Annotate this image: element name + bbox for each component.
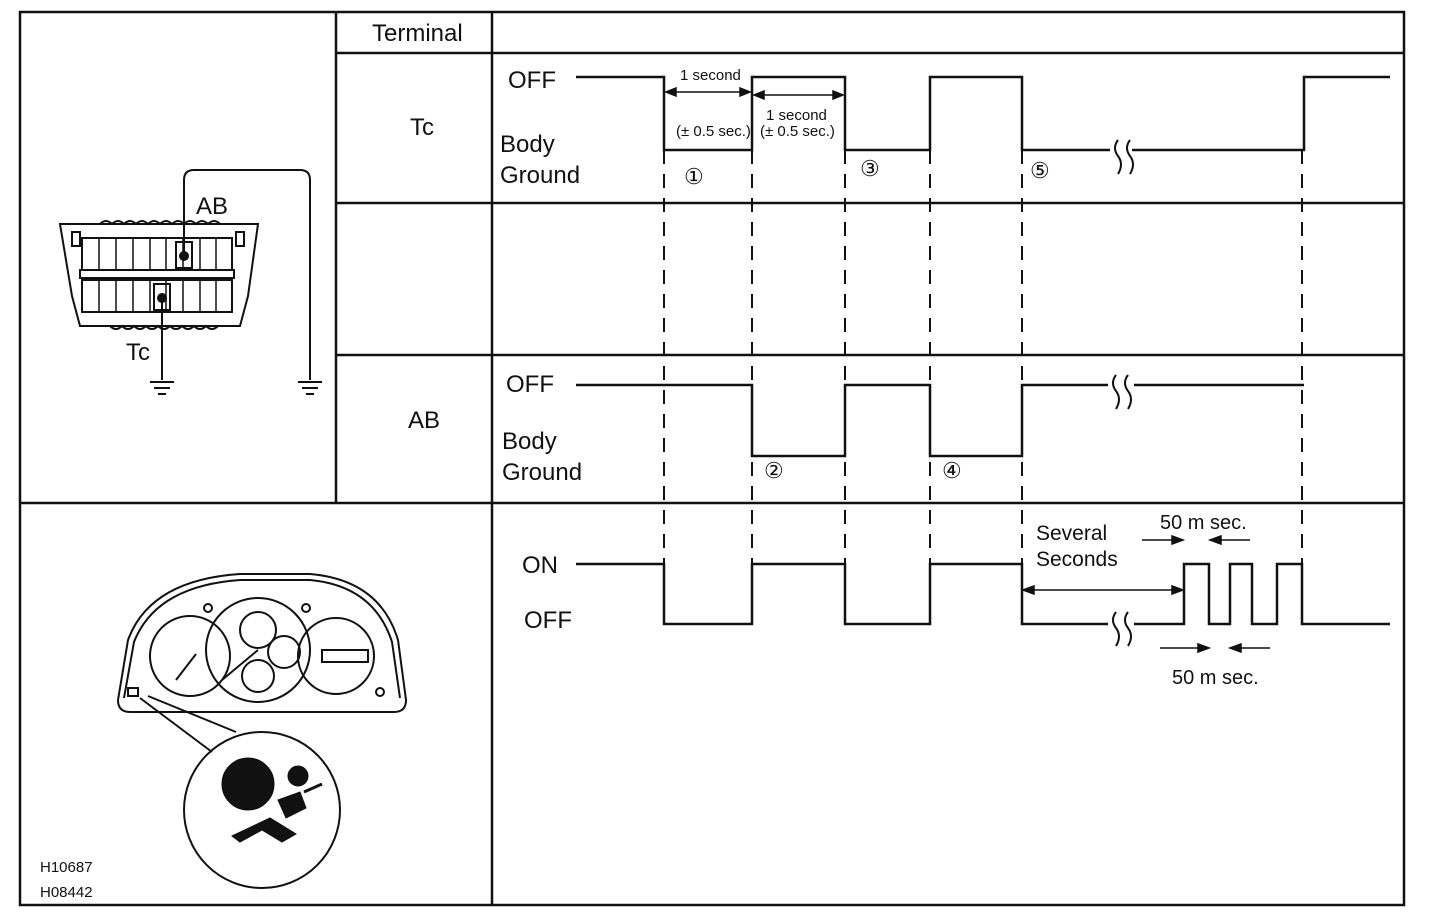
timing-first-tolerance: (± 0.5 sec.) [676, 123, 751, 140]
diagnostic-connector-illustration [58, 169, 322, 395]
terminal-ab-label: AB [408, 407, 440, 434]
warning-blink-waveform [1134, 562, 1390, 626]
timing-second-label: 1 second [766, 107, 827, 124]
instrument-cluster-illustration [116, 573, 408, 889]
blink-lower-arrows [1160, 642, 1270, 654]
table-frame [18, 10, 1406, 907]
tc-waveform-tail [1132, 75, 1390, 152]
step-5-marker: ⑤ [1030, 158, 1050, 183]
terminal-tc-label: Tc [410, 114, 434, 141]
connector-ab-label: AB [196, 193, 228, 220]
warning-break-icon [1112, 611, 1132, 647]
ab-waveform [576, 383, 1108, 458]
figure-code-1: H10687 [40, 859, 93, 876]
timing-arrow-2 [751, 89, 846, 101]
tc-waveform [576, 75, 1110, 152]
several-seconds-line1: Several [1036, 522, 1107, 545]
ab-body-label: Body [502, 428, 557, 455]
step-1-marker: ① [684, 164, 704, 189]
terminal-header: Terminal [372, 20, 463, 47]
warning-on-label: ON [522, 552, 558, 579]
ab-break-icon [1112, 374, 1132, 410]
several-seconds-arrow [1020, 584, 1186, 596]
blink-upper-label: 50 m sec. [1160, 512, 1247, 534]
tc-terminal-dot [157, 293, 167, 303]
tc-ground-label: Ground [500, 162, 580, 189]
timing-guide-lines [663, 150, 1303, 624]
timing-first-label: 1 second [680, 67, 741, 84]
step-2-marker: ② [764, 458, 784, 483]
ab-off-label: OFF [506, 371, 554, 398]
several-seconds-line2: Seconds [1036, 548, 1118, 571]
connector-tc-label: Tc [126, 339, 150, 366]
tc-break-icon [1114, 139, 1134, 175]
step-3-marker: ③ [860, 156, 880, 181]
warning-off-label: OFF [524, 607, 572, 634]
tc-off-label: OFF [508, 67, 556, 94]
ab-terminal-dot [179, 251, 189, 261]
step-4-marker: ④ [942, 458, 962, 483]
blink-lower-label: 50 m sec. [1172, 667, 1259, 689]
figure-code-2: H08442 [40, 884, 93, 901]
ab-ground-label: Ground [502, 459, 582, 486]
timing-second-tolerance: (± 0.5 sec.) [760, 123, 835, 140]
tc-body-label: Body [500, 131, 555, 158]
airbag-warning-icon [221, 757, 323, 843]
warning-waveform [576, 562, 1108, 626]
timing-arrow-1 [663, 86, 753, 98]
blink-upper-arrows [1142, 534, 1250, 546]
